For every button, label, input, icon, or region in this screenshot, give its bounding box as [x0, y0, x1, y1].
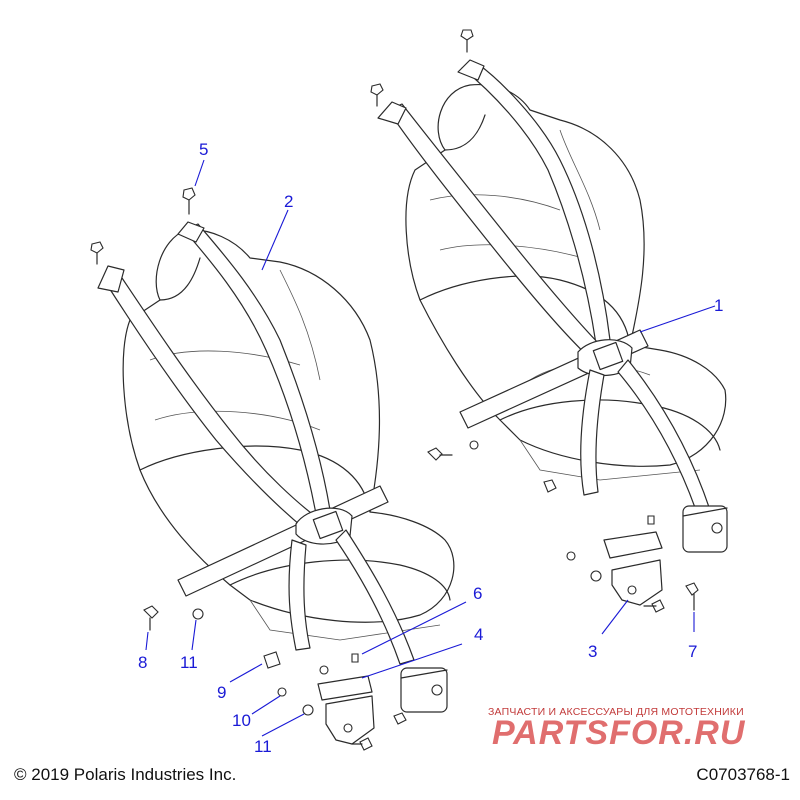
callout-8: 8 [138, 653, 147, 672]
leader-11a [191, 619, 197, 651]
callout-7: 7 [688, 642, 697, 661]
callout-6: 6 [473, 584, 482, 603]
copyright-text: © 2019 Polaris Industries Inc. [14, 765, 237, 784]
callout-leaders [145, 159, 716, 737]
callout-3: 3 [588, 642, 597, 661]
leader-5 [194, 159, 205, 187]
leader-11b [261, 713, 305, 737]
left-seat [122, 229, 455, 641]
left-seat-belt [97, 221, 415, 665]
callout-2: 2 [284, 192, 293, 211]
callout-numbers: 1 2 3 4 5 6 7 8 9 10 11 11 [138, 140, 723, 756]
callout-1: 1 [714, 296, 723, 315]
callout-9: 9 [217, 683, 226, 702]
watermark-tagline: ЗАПЧАСТИ И АКСЕССУАРЫ ДЛЯ МОТОТЕХНИКИ [488, 706, 744, 718]
left-hardware [90, 187, 407, 751]
callout-11-bottom: 11 [254, 737, 272, 756]
leader-1 [639, 305, 716, 333]
callout-11-top: 11 [180, 653, 198, 672]
right-retractor [682, 505, 728, 553]
leader-2 [261, 209, 289, 271]
figure-code: C0703768-1 [696, 765, 790, 784]
watermark-logo: PARTSFOR.RU [492, 714, 746, 752]
callout-10: 10 [232, 711, 251, 730]
leader-3 [601, 599, 629, 635]
leader-4 [361, 643, 463, 679]
leader-9 [229, 663, 263, 683]
right-seat [405, 83, 727, 481]
left-retractor [400, 667, 448, 713]
leader-6 [361, 601, 467, 655]
leader-10 [251, 695, 281, 715]
right-seat-belt [377, 59, 711, 517]
leader-8 [145, 631, 149, 651]
callout-5: 5 [199, 140, 208, 159]
left-bracket [317, 675, 375, 745]
right-bracket [603, 531, 663, 606]
callout-4: 4 [474, 625, 483, 644]
right-hardware [370, 29, 699, 613]
